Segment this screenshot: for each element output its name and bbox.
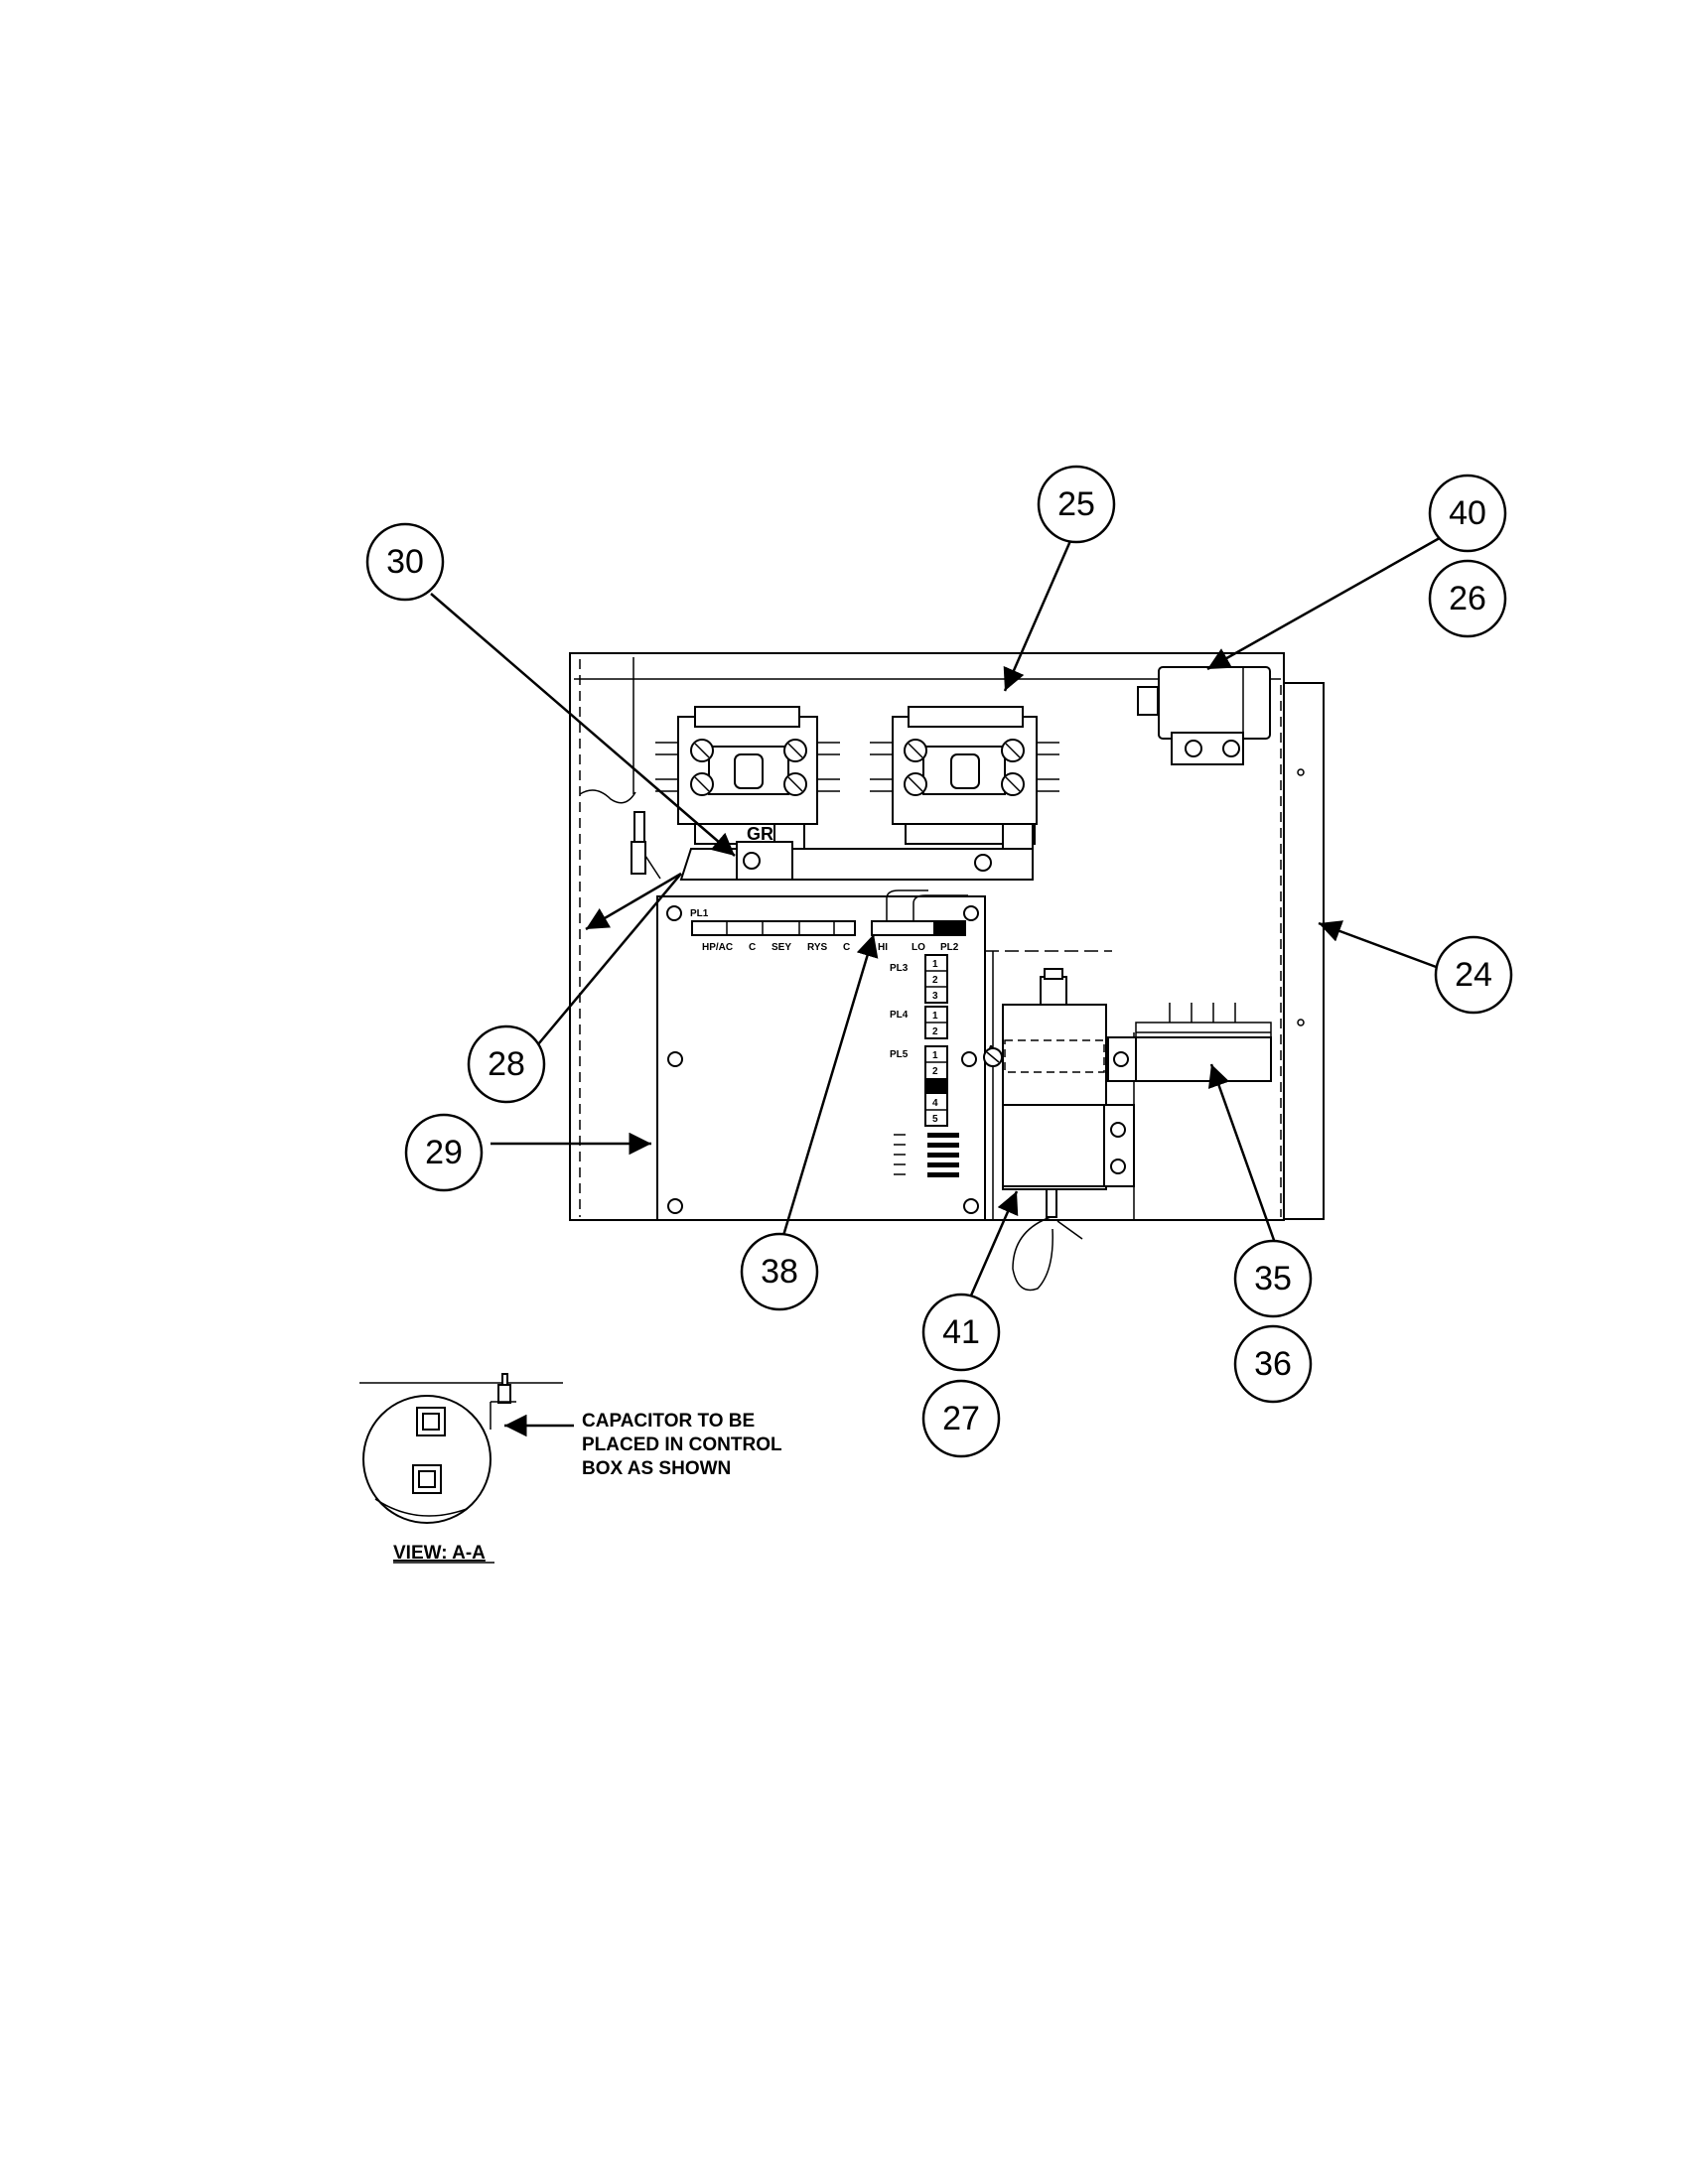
callouts: 25 40 26 30 24 28 29 38: [365, 465, 1513, 1458]
callout-27: 27: [921, 1379, 1001, 1458]
svg-text:25: 25: [1057, 485, 1095, 523]
leader-lines: [430, 528, 1455, 1297]
callout-38: 38: [740, 1232, 819, 1311]
callout-26: 26: [1428, 559, 1507, 638]
callout-29: 29: [404, 1113, 484, 1192]
svg-text:24: 24: [1455, 956, 1492, 994]
svg-text:36: 36: [1254, 1345, 1292, 1383]
svg-text:38: 38: [761, 1253, 798, 1291]
callout-40: 40: [1428, 474, 1507, 553]
wire-lug: [631, 811, 661, 880]
ground-bar: GR: [679, 824, 1034, 881]
note-line-1: CAPACITOR TO BE: [582, 1411, 755, 1432]
contactor-right: [870, 706, 1059, 863]
relay-component: [1137, 666, 1271, 765]
pl5-pin5: 5: [932, 1114, 938, 1125]
pl4-pin2: 2: [932, 1026, 938, 1037]
note-line-3: BOX AS SHOWN: [582, 1458, 731, 1479]
capacitor-section: A A: [983, 950, 1135, 1292]
lo-label: LO: [912, 942, 925, 953]
svg-text:40: 40: [1449, 494, 1486, 532]
svg-text:35: 35: [1254, 1260, 1292, 1297]
pl5-pin4: 4: [932, 1098, 938, 1109]
callout-36: 36: [1233, 1324, 1313, 1404]
svg-text:28: 28: [488, 1045, 525, 1083]
pl3-pin1: 1: [932, 959, 938, 970]
callout-30: 30: [365, 522, 445, 602]
c2-label: C: [843, 942, 850, 953]
pl5-pin2: 2: [932, 1066, 938, 1077]
pl2-label: PL2: [940, 942, 959, 953]
pl5-pin1: 1: [932, 1050, 938, 1061]
transformer-bracket: [1107, 1003, 1272, 1220]
pl3-label: PL3: [890, 963, 909, 974]
control-board: PL1 HP/AC C SEY RYS C HI LO PL2 PL3 1 2 …: [656, 889, 986, 1221]
pl4-pin1: 1: [932, 1011, 938, 1022]
rys-label: RYS: [807, 942, 828, 953]
c1-label: C: [749, 942, 756, 953]
svg-text:41: 41: [942, 1313, 980, 1351]
hi-label: HI: [878, 942, 888, 953]
gr-label: GR: [747, 824, 773, 844]
svg-text:29: 29: [425, 1134, 463, 1171]
svg-text:30: 30: [386, 543, 424, 581]
pl5-label: PL5: [890, 1049, 909, 1060]
pl4-label: PL4: [890, 1010, 909, 1021]
svg-text:26: 26: [1449, 580, 1486, 617]
hp-ac-label: HP/AC: [702, 942, 733, 953]
svg-text:27: 27: [942, 1400, 980, 1437]
callout-35: 35: [1233, 1239, 1313, 1318]
view-a-a-detail: CAPACITOR TO BE PLACED IN CONTROL BOX AS…: [359, 1373, 782, 1564]
note-line-2: PLACED IN CONTROL: [582, 1434, 782, 1455]
pl3-pin3: 3: [932, 991, 938, 1002]
callout-41: 41: [921, 1293, 1001, 1372]
pl3-pin2: 2: [932, 975, 938, 986]
pl1-label: PL1: [690, 908, 709, 919]
callout-25: 25: [1037, 465, 1116, 544]
sey-label: SEY: [772, 942, 791, 953]
view-label: VIEW: A-A: [393, 1543, 486, 1564]
callout-28: 28: [467, 1024, 546, 1104]
callout-24: 24: [1434, 935, 1513, 1015]
